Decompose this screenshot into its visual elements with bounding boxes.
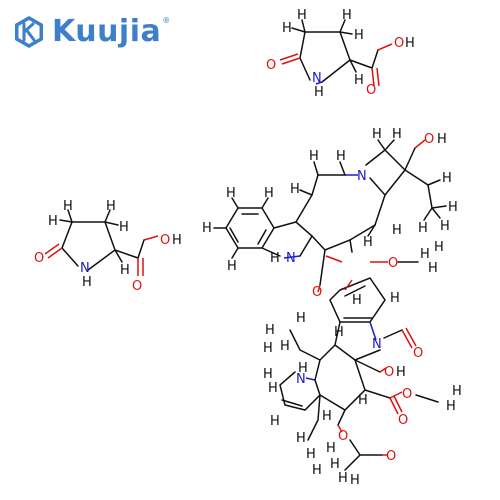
atom-h: H xyxy=(297,8,307,23)
atom-h: H xyxy=(352,293,362,308)
atom-o: O xyxy=(384,365,394,380)
atom-h: H xyxy=(342,8,352,23)
atom-h: H xyxy=(452,384,462,399)
atom-h: H xyxy=(226,186,236,201)
atom-h: H xyxy=(322,409,332,424)
atom-h: H xyxy=(263,341,273,356)
atom-h: H xyxy=(202,221,212,236)
atom-h: H xyxy=(280,339,290,354)
atom-n: N xyxy=(312,71,322,86)
logo-hexagon-icon xyxy=(15,16,43,48)
atom-h: H xyxy=(270,414,280,429)
atom-h: H xyxy=(420,247,430,262)
atom-o: O xyxy=(402,387,412,402)
vinca-alkaloid: H H H H H H H H H H H H H H H H H H H H … xyxy=(202,127,462,488)
pyroglutamic-acid-top: H H H H H O N H O O H xyxy=(266,8,415,100)
atom-h: H xyxy=(314,85,324,100)
atom-o: O xyxy=(394,36,404,51)
pyroglutamic-acid-left: H H H H H O N H O O H xyxy=(34,199,182,294)
atom-h: H xyxy=(396,365,406,380)
atom-h: H xyxy=(296,311,306,326)
atom-h: H xyxy=(440,219,450,234)
logo-text: Kuujia xyxy=(52,14,162,49)
atom-n: N xyxy=(296,372,306,387)
brand-logo[interactable]: Kuujia ® xyxy=(12,14,170,50)
atom-h: H xyxy=(119,220,129,235)
atom-h: H xyxy=(106,199,116,214)
atom-o: O xyxy=(266,58,276,73)
atom-h: H xyxy=(282,21,292,36)
atom-o: O xyxy=(366,83,376,98)
atom-h: H xyxy=(82,275,92,290)
atom-h: H xyxy=(264,186,274,201)
atom-h: H xyxy=(296,431,306,446)
atom-h: H xyxy=(312,463,322,478)
atom-o: O xyxy=(424,132,434,147)
atom-h: H xyxy=(309,149,319,164)
atom-h: H xyxy=(298,361,308,376)
atom-n: N xyxy=(357,169,367,184)
atom-h: H xyxy=(442,171,452,186)
atom-h: H xyxy=(48,214,58,229)
atom-h: H xyxy=(290,182,300,197)
atom-h: H xyxy=(446,399,456,414)
atom-o: O xyxy=(312,285,322,300)
atom-h: H xyxy=(358,393,368,408)
atom-h: H xyxy=(428,261,438,276)
atom-h: H xyxy=(392,223,402,238)
atom-h: H xyxy=(306,447,316,462)
atom-h: H xyxy=(326,441,336,456)
atom-h: H xyxy=(354,28,364,43)
atom-h: H xyxy=(448,200,458,215)
atom-n: N xyxy=(286,251,296,266)
atom-h: H xyxy=(405,36,415,51)
atom-o: O xyxy=(413,346,423,361)
atom-h: H xyxy=(265,323,275,338)
atom-h: H xyxy=(336,149,346,164)
atom-o: O xyxy=(388,256,398,271)
atom-o: O xyxy=(160,233,170,248)
atom-h: H xyxy=(330,457,340,472)
atom-h: H xyxy=(354,73,364,88)
atom-o: O xyxy=(34,251,44,266)
atom-h: H xyxy=(268,381,278,396)
atom-h: H xyxy=(270,251,280,266)
atom-o: O xyxy=(386,449,396,464)
atom-n: N xyxy=(80,261,90,276)
atom-h: H xyxy=(172,233,182,248)
logo-registered-mark: ® xyxy=(162,15,171,25)
atom-h: H xyxy=(350,473,360,488)
atom-n: N xyxy=(372,337,382,352)
atom-o: O xyxy=(338,429,348,444)
atom-h: H xyxy=(434,240,444,255)
atom-o: O xyxy=(132,279,142,294)
atom-h: H xyxy=(390,291,400,306)
atom-h: H xyxy=(392,127,402,142)
atom-h: H xyxy=(120,263,130,278)
atom-h: H xyxy=(334,325,344,340)
atom-h: H xyxy=(263,367,273,382)
atom-o: O xyxy=(398,413,408,428)
atom-h: H xyxy=(63,199,73,214)
atom-h: H xyxy=(418,221,428,236)
atom-h: H xyxy=(372,127,382,142)
atom-h: H xyxy=(363,235,373,250)
atom-h: H xyxy=(437,132,447,147)
atom-h: H xyxy=(338,471,348,486)
atom-h: H xyxy=(227,259,237,274)
